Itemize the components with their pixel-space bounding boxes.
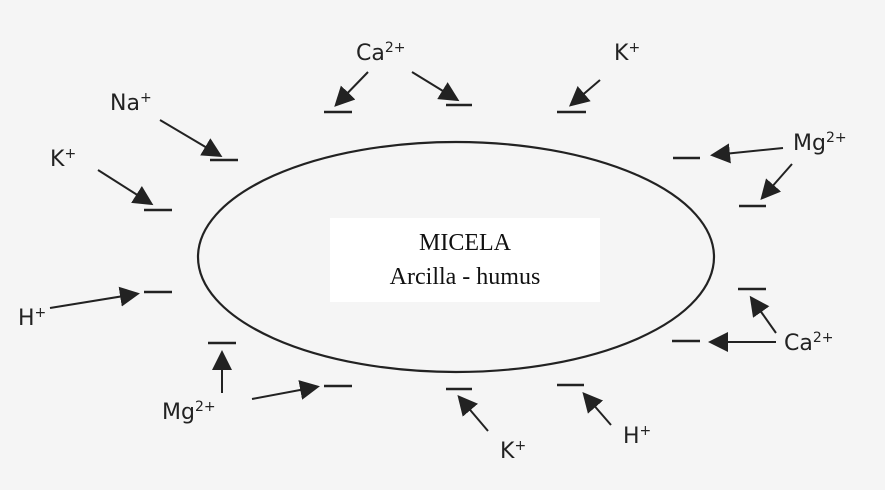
micelle-title: MICELA bbox=[419, 230, 511, 256]
ion-mg-right-charge: 2+ bbox=[826, 130, 847, 146]
ion-h-bottom-label: H+ bbox=[623, 423, 651, 449]
ion-h-left-charge: + bbox=[35, 305, 47, 321]
ion-na-label: Na+ bbox=[110, 90, 152, 116]
arrow-k-left bbox=[97, 169, 154, 206]
ion-ca-top-symbol: Ca bbox=[356, 41, 385, 66]
ion-mg-bottom-label: Mg2+ bbox=[162, 399, 216, 425]
ion-k-top-symbol: K bbox=[614, 41, 629, 66]
ion-k-left-label: K+ bbox=[50, 146, 76, 172]
ion-ca-top-charge: 2+ bbox=[385, 40, 406, 56]
arrow-h-bottom bbox=[582, 391, 612, 426]
ion-h-left-label: H+ bbox=[18, 305, 46, 331]
ion-h-bottom-symbol: H bbox=[623, 424, 640, 449]
arrow-ca-right-top bbox=[749, 295, 777, 334]
ion-k-bottom-symbol: K bbox=[500, 439, 515, 464]
ion-mg-right-label: Mg2+ bbox=[793, 130, 847, 156]
ion-k-left-symbol: K bbox=[50, 147, 65, 172]
ion-k-top-label: K+ bbox=[614, 40, 640, 66]
arrow-k-top bbox=[568, 79, 601, 107]
arrow-k-bottom bbox=[457, 394, 489, 432]
ion-ca-right-symbol: Ca bbox=[784, 331, 813, 356]
ion-k-bottom-label: K+ bbox=[500, 438, 526, 464]
ion-na-charge: + bbox=[140, 90, 152, 106]
arrow-mg-right-bottom bbox=[760, 163, 793, 201]
ion-h-left-symbol: H bbox=[18, 306, 35, 331]
ion-mg-bottom-symbol: Mg bbox=[162, 400, 195, 425]
ion-ca-right-charge: 2+ bbox=[813, 330, 834, 346]
arrow-ca-top-right bbox=[411, 71, 460, 102]
arrow-h-left bbox=[49, 286, 140, 309]
ion-k-bottom-charge: + bbox=[514, 438, 526, 454]
arrow-ca-top-left bbox=[334, 71, 369, 107]
micelle-ellipse bbox=[196, 140, 716, 374]
ion-mg-bottom-charge: 2+ bbox=[195, 399, 216, 415]
micelle-subtitle: Arcilla - humus bbox=[389, 264, 541, 290]
ion-k-left-charge: + bbox=[64, 146, 76, 162]
ion-ca-top-label: Ca2+ bbox=[356, 40, 405, 66]
ion-mg-right-symbol: Mg bbox=[793, 131, 826, 156]
arrow-na bbox=[159, 119, 223, 158]
ion-na-symbol: Na bbox=[110, 91, 140, 116]
arrow-mg-right-top bbox=[710, 143, 784, 164]
ion-k-top-charge: + bbox=[628, 40, 640, 56]
micelle-label-box: MICELA Arcilla - humus bbox=[330, 218, 600, 302]
arrow-mg-bottom-right bbox=[251, 380, 320, 400]
ion-ca-right-label: Ca2+ bbox=[784, 330, 833, 356]
ion-h-bottom-charge: + bbox=[640, 423, 652, 439]
